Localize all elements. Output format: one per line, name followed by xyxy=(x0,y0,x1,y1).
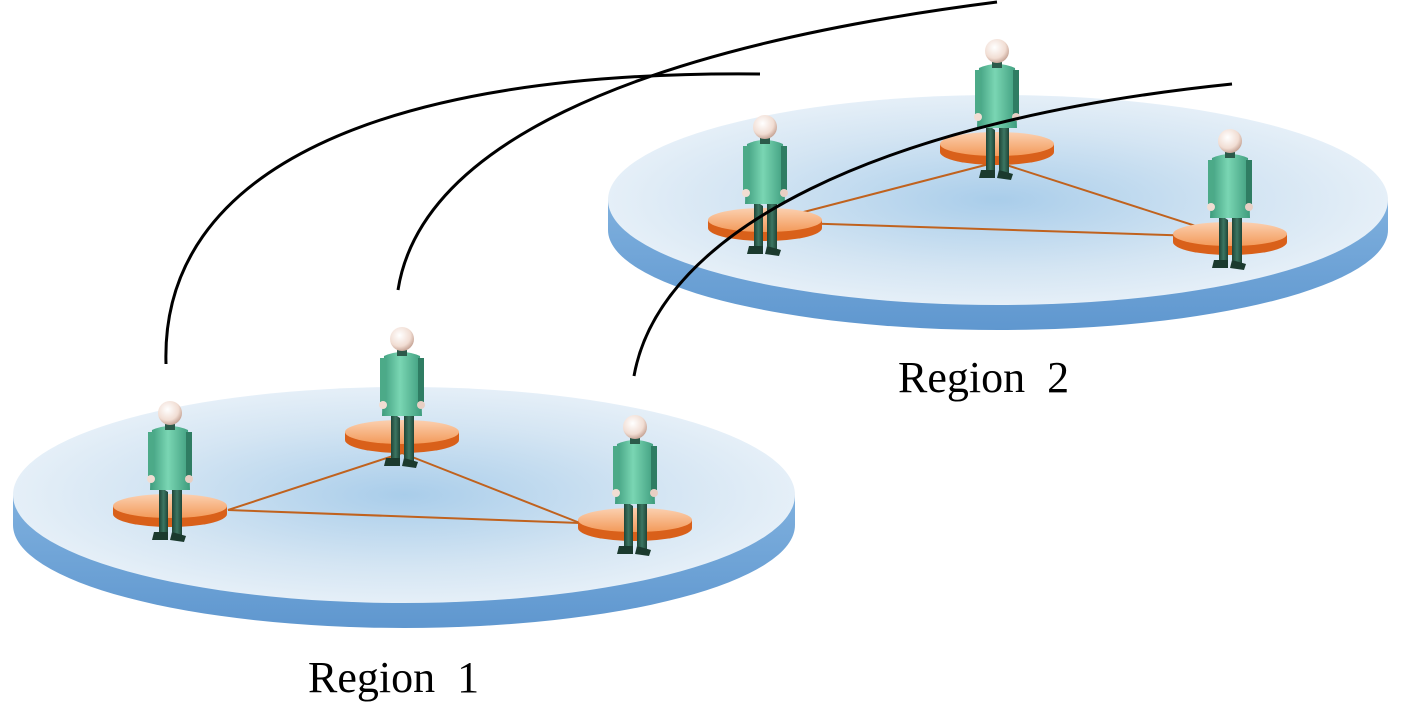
region-2-label: Region 2 xyxy=(898,353,1070,402)
pedestal-icon xyxy=(1173,222,1287,255)
pedestal-icon xyxy=(113,494,227,527)
inter-link-1 xyxy=(164,72,761,365)
region-1-links xyxy=(227,452,581,524)
pedestal-icon xyxy=(940,132,1054,165)
pedestal-icon xyxy=(578,508,692,541)
inter-region-links xyxy=(164,0,1233,377)
pedestal-icon xyxy=(345,420,459,453)
inter-link-2 xyxy=(396,0,998,291)
inter-link-3 xyxy=(632,82,1233,377)
region-1-label: Region 1 xyxy=(308,653,480,702)
